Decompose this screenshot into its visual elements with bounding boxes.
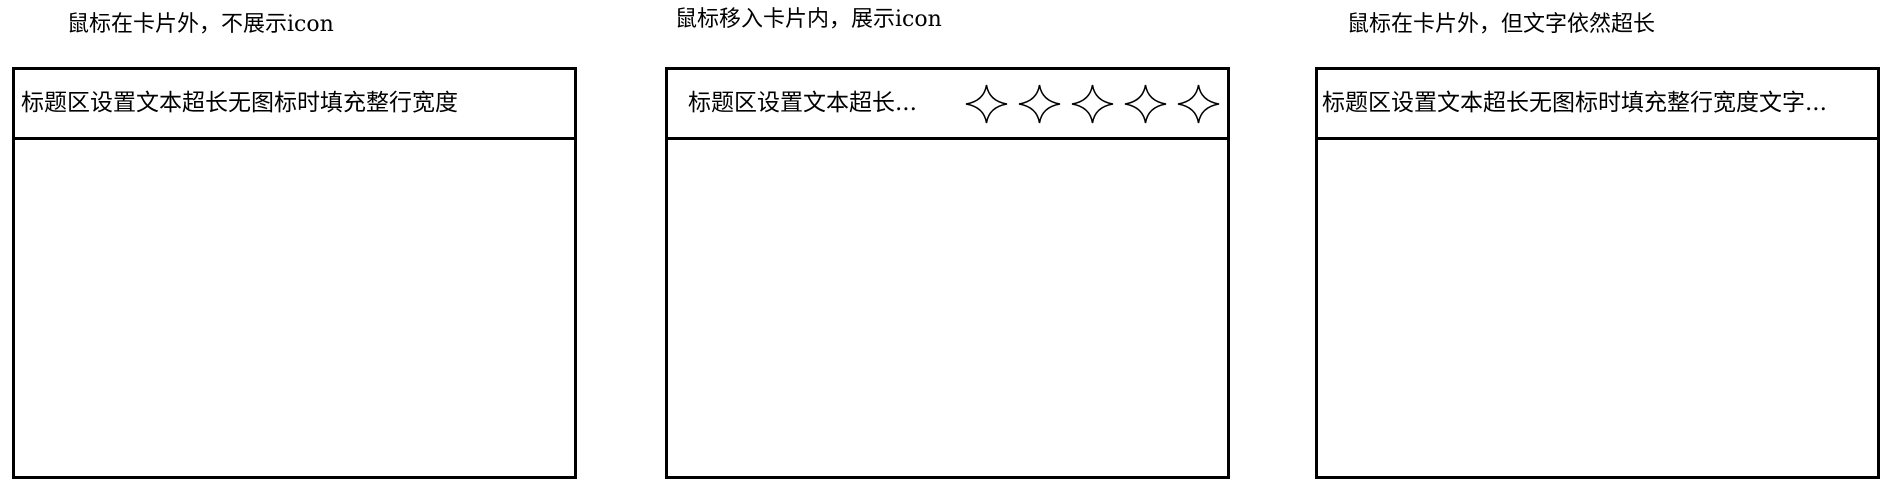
star-icon[interactable] bbox=[1122, 82, 1169, 126]
panel-3-caption: 鼠标在卡片外，但文字依然超长 bbox=[1347, 12, 1656, 37]
card-title: 标题区设置文本超长... bbox=[688, 90, 917, 116]
card-title: 标题区设置文本超长无图标时填充整行宽度 bbox=[21, 90, 458, 116]
card-icon-row bbox=[963, 82, 1222, 126]
card-header: 标题区设置文本超长无图标时填充整行宽度 bbox=[15, 70, 574, 140]
card-body bbox=[668, 140, 1227, 476]
card-header: 标题区设置文本超长... bbox=[668, 70, 1227, 140]
star-icon[interactable] bbox=[1016, 82, 1063, 126]
panel-2-caption: 鼠标移入卡片内，展示icon bbox=[675, 7, 942, 32]
card-title: 标题区设置文本超长无图标时填充整行宽度文字... bbox=[1322, 90, 1827, 116]
card-body bbox=[1318, 140, 1877, 476]
card-long-title: 标题区设置文本超长无图标时填充整行宽度文字... bbox=[1315, 67, 1880, 479]
card-body bbox=[15, 140, 574, 476]
card-header: 标题区设置文本超长无图标时填充整行宽度文字... bbox=[1318, 70, 1877, 140]
star-icon[interactable] bbox=[1175, 82, 1222, 126]
card-hover-with-icons[interactable]: 标题区设置文本超长... bbox=[665, 67, 1230, 479]
card-no-icon: 标题区设置文本超长无图标时填充整行宽度 bbox=[12, 67, 577, 479]
panel-1-caption: 鼠标在卡片外，不展示icon bbox=[67, 12, 334, 37]
star-icon[interactable] bbox=[963, 82, 1010, 126]
star-icon[interactable] bbox=[1069, 82, 1116, 126]
